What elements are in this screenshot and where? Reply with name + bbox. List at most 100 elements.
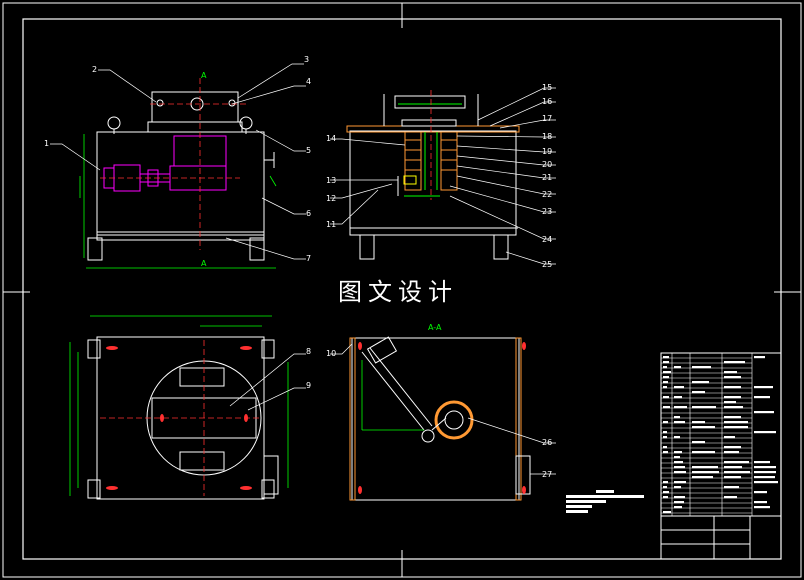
section-a-a-view xyxy=(349,336,531,501)
title-block-text-mark xyxy=(692,366,711,369)
title-block-text-mark xyxy=(674,421,685,424)
title-block-text-mark xyxy=(674,366,681,369)
title-block-text-mark xyxy=(663,361,669,364)
leader-lines xyxy=(50,63,556,475)
zone-markers xyxy=(3,3,801,577)
title-block-text-mark xyxy=(663,406,670,409)
title-block-text-mark xyxy=(663,511,671,514)
title-block-text-mark xyxy=(692,406,716,409)
title-block-text-mark xyxy=(674,461,683,464)
title-block-text-mark xyxy=(724,451,739,454)
callout-1: 2 xyxy=(92,65,97,74)
title-block-text-mark xyxy=(724,461,749,464)
callout-4: 1 xyxy=(44,139,49,148)
notes-block xyxy=(566,490,644,513)
title-block-text-mark xyxy=(724,436,735,439)
title-block-text-mark xyxy=(754,506,770,509)
callout-7: 7 xyxy=(306,254,311,263)
title-block-text-mark xyxy=(674,486,681,489)
title-block-text-mark xyxy=(663,366,667,369)
title-block-text-mark xyxy=(663,371,671,374)
title-block-text-mark xyxy=(724,426,748,429)
title-block-text-mark xyxy=(674,386,684,389)
title-block-text-mark xyxy=(674,436,680,439)
title-block-text-mark xyxy=(754,501,767,504)
title-block-text-mark xyxy=(724,486,739,489)
callout-12: 12 xyxy=(326,194,336,203)
callout-3: 4 xyxy=(306,77,311,86)
title-block-text-mark xyxy=(663,376,669,379)
title-block-text-mark xyxy=(674,506,682,509)
title-block-text-mark xyxy=(692,451,715,454)
callout-20: 20 xyxy=(542,160,552,169)
callout-9: 9 xyxy=(306,381,311,390)
title-block-text-mark xyxy=(663,451,668,454)
callout-26: 26 xyxy=(542,438,552,447)
title-block-text-mark xyxy=(663,381,668,384)
callout-22: 22 xyxy=(542,190,552,199)
callout-2: 3 xyxy=(304,55,309,64)
title-block-text-mark xyxy=(674,501,684,504)
title-block-text-mark xyxy=(754,386,773,389)
title-block-text-mark xyxy=(754,396,770,399)
title-block-text-mark xyxy=(663,356,669,359)
title-block-text-mark xyxy=(663,446,667,449)
title-block-text-mark xyxy=(724,466,742,469)
title-block-text-mark xyxy=(663,496,668,499)
title-block-text-mark xyxy=(692,471,719,474)
section-mark-a-bottom: A xyxy=(201,259,207,268)
title-block-text-mark xyxy=(674,451,682,454)
title-block-text-mark xyxy=(754,431,776,434)
front-view-cabinet xyxy=(96,131,265,236)
title-block-text-mark xyxy=(692,476,713,479)
callout-8: 8 xyxy=(306,347,311,356)
title-block-text-mark xyxy=(754,476,775,479)
callout-5: 5 xyxy=(306,146,311,155)
title-block-text-mark xyxy=(663,386,667,389)
title-block-text-mark xyxy=(674,456,680,459)
top-view xyxy=(69,315,289,500)
title-block-text-mark xyxy=(663,436,667,439)
title-block-text-mark xyxy=(692,466,718,469)
title-block-text-mark xyxy=(754,491,767,494)
callout-16: 16 xyxy=(542,97,552,106)
title-block-text-mark xyxy=(692,426,715,429)
title-block-text-mark xyxy=(724,401,736,404)
title-block-text-mark xyxy=(724,446,741,449)
title-block-text-mark xyxy=(754,461,770,464)
callout-labels: 2 3 4 1 5 6 7 8 9 10 11 12 13 14 15 16 1… xyxy=(44,55,552,479)
title-block-text-mark xyxy=(674,396,682,399)
title-block-text-mark xyxy=(754,411,774,414)
callout-23: 23 xyxy=(542,207,552,216)
section-a-a-label: A-A xyxy=(428,323,442,332)
watermark-text: 图文设计 xyxy=(338,278,458,306)
title-block-text-mark xyxy=(754,481,778,484)
title-block-text-mark xyxy=(663,481,668,484)
title-block-text-mark xyxy=(754,356,765,359)
title-block-text-mark xyxy=(674,466,685,469)
title-block-text-mark xyxy=(724,406,743,409)
title-block-text-mark xyxy=(692,391,705,394)
section-mark-a-top: A xyxy=(201,71,207,80)
title-block-text-mark xyxy=(754,471,776,474)
callout-15: 15 xyxy=(542,83,552,92)
title-block-text-mark xyxy=(724,386,741,389)
callout-11: 11 xyxy=(326,220,336,229)
title-block-text-mark xyxy=(692,441,705,444)
title-block-text-mark xyxy=(724,396,741,399)
title-block-text-mark xyxy=(663,491,669,494)
title-block-text-mark xyxy=(663,421,668,424)
title-block-text-mark xyxy=(674,481,686,484)
title-block-text-mark xyxy=(724,371,737,374)
title-block-text-mark xyxy=(674,406,687,409)
title-block-text-mark xyxy=(724,421,748,424)
title-block-text-mark xyxy=(724,471,750,474)
callout-27: 27 xyxy=(542,470,552,479)
title-block-text-mark xyxy=(724,496,737,499)
callout-19: 19 xyxy=(542,147,552,156)
callout-18: 18 xyxy=(542,132,552,141)
title-block-text-mark xyxy=(663,486,667,489)
side-section-view xyxy=(346,90,520,260)
title-block-text-mark xyxy=(754,466,776,469)
